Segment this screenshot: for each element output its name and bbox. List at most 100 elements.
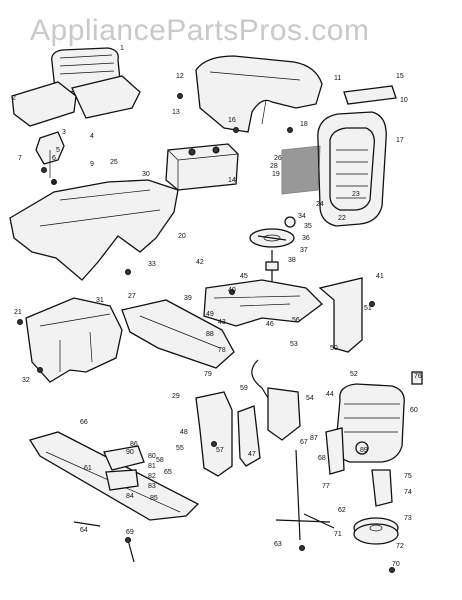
callout-80: 80 — [148, 453, 156, 460]
callout-54: 54 — [306, 395, 314, 402]
callout-84: 84 — [126, 493, 134, 500]
steering-wheel — [249, 216, 296, 318]
callout-63: 63 — [274, 541, 282, 548]
grille — [281, 85, 397, 227]
callout-67: 67 — [300, 439, 308, 446]
callout-74: 74 — [404, 489, 412, 496]
callout-9: 9 — [90, 161, 94, 168]
seat-assembly — [11, 47, 141, 178]
callout-43: 43 — [218, 319, 226, 326]
callout-70: 70 — [392, 561, 400, 568]
callout-42: 42 — [196, 259, 204, 266]
callout-53: 53 — [290, 341, 298, 348]
callout-21: 21 — [14, 309, 22, 316]
callout-69: 69 — [126, 529, 134, 536]
axle-frame — [28, 431, 200, 563]
callout-6: 6 — [52, 155, 56, 162]
callout-12: 12 — [176, 73, 184, 80]
callout-16: 16 — [228, 117, 236, 124]
callout-87: 87 — [310, 435, 318, 442]
callout-25: 25 — [110, 159, 118, 166]
callout-17: 17 — [396, 137, 404, 144]
callout-11: 11 — [334, 75, 341, 82]
callout-19: 19 — [272, 171, 280, 178]
engine — [325, 371, 423, 507]
callout-24: 24 — [316, 201, 324, 208]
callout-61: 61 — [84, 465, 92, 472]
callout-47: 47 — [248, 451, 256, 458]
callout-82: 82 — [148, 473, 156, 480]
callout-20: 20 — [178, 233, 186, 240]
callout-4: 4 — [90, 133, 94, 140]
hood — [195, 55, 323, 133]
callout-86: 86 — [130, 441, 138, 448]
callout-68: 68 — [318, 455, 326, 462]
callout-23: 23 — [352, 191, 360, 198]
battery — [165, 143, 239, 191]
callout-65: 65 — [164, 469, 172, 476]
callout-28: 28 — [270, 163, 278, 170]
callout-85: 85 — [150, 495, 158, 502]
callout-59: 59 — [240, 385, 248, 392]
callout-56: 56 — [292, 317, 300, 324]
callout-46: 46 — [266, 321, 274, 328]
callout-26: 26 — [274, 155, 282, 162]
callout-36: 36 — [302, 235, 310, 242]
callout-8: 8 — [52, 179, 56, 186]
callout-62: 62 — [338, 507, 346, 514]
callout-58: 58 — [156, 457, 164, 464]
callout-79: 79 — [204, 371, 212, 378]
callout-18: 18 — [300, 121, 308, 128]
callout-71: 71 — [334, 531, 342, 538]
right-bracket — [318, 277, 363, 353]
callout-34: 34 — [298, 213, 306, 220]
rear-fender — [9, 179, 179, 281]
callout-55: 55 — [176, 445, 184, 452]
callout-38: 38 — [288, 257, 296, 264]
callout-10: 10 — [400, 97, 408, 104]
callout-35: 35 — [304, 223, 312, 230]
callout-13: 13 — [172, 109, 180, 116]
callout-39: 39 — [184, 295, 192, 302]
callout-40: 40 — [228, 287, 236, 294]
callout-44: 44 — [326, 391, 334, 398]
callout-52: 52 — [350, 371, 358, 378]
callout-3: 3 — [62, 129, 66, 136]
callout-2: 2 — [12, 95, 16, 102]
callout-83: 83 — [148, 483, 156, 490]
lower-brackets — [195, 359, 301, 477]
callout-51: 51 — [364, 305, 372, 312]
callout-31: 31 — [96, 297, 104, 304]
callout-76: 76 — [414, 373, 422, 380]
callout-81: 81 — [148, 463, 156, 470]
callout-15: 15 — [396, 73, 404, 80]
callout-27: 27 — [128, 293, 136, 300]
callout-49: 49 — [206, 311, 214, 318]
callout-labels: 1234567891011121314151617181920212223242… — [12, 45, 422, 568]
callout-60: 60 — [410, 407, 418, 414]
callout-33: 33 — [148, 261, 156, 268]
callout-89: 89 — [360, 447, 368, 454]
callout-88: 88 — [206, 331, 214, 338]
callout-48: 48 — [180, 429, 188, 436]
callout-78: 78 — [218, 347, 226, 354]
callout-5: 5 — [56, 147, 60, 154]
callout-14: 14 — [228, 177, 236, 184]
callout-64: 64 — [80, 527, 88, 534]
callout-73: 73 — [404, 515, 412, 522]
callout-41: 41 — [376, 273, 384, 280]
callout-77: 77 — [322, 483, 330, 490]
callout-29: 29 — [172, 393, 180, 400]
watermark: AppliancePartsPros.com — [30, 14, 370, 47]
callout-66: 66 — [80, 419, 88, 426]
fasteners — [17, 93, 395, 573]
callout-37: 37 — [300, 247, 308, 254]
pulley — [275, 449, 399, 545]
callout-57: 57 — [216, 447, 224, 454]
frame — [25, 297, 235, 383]
callout-75: 75 — [404, 473, 412, 480]
callout-90: 90 — [126, 449, 134, 456]
callout-32: 32 — [22, 377, 30, 384]
callout-1: 1 — [120, 45, 124, 52]
